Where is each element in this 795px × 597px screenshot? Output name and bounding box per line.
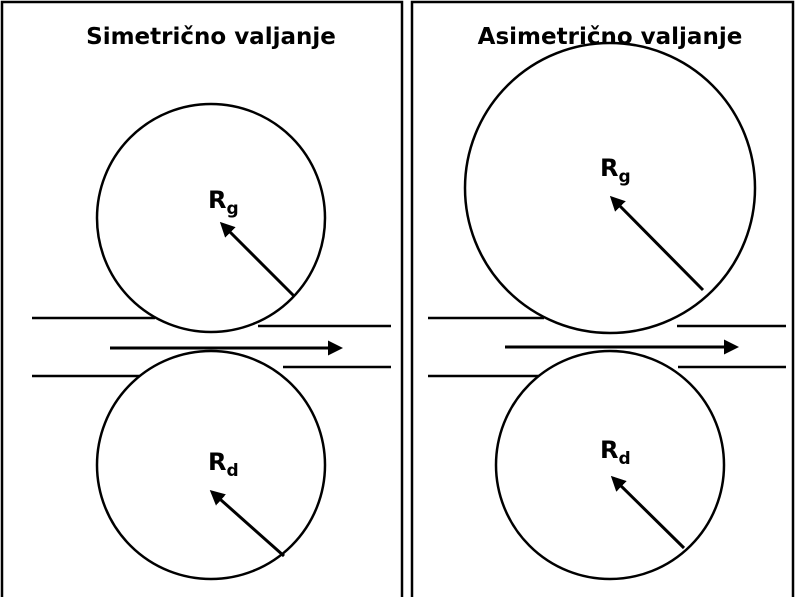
upper-roll-radius-subscript: g [618, 167, 630, 187]
upper-roll-radius-symbol: R [600, 154, 618, 182]
panel-symmetric-border [0, 0, 404, 597]
upper-roll-radius-arrow [219, 221, 296, 298]
panel-asymmetric-border [410, 0, 795, 597]
panel-symmetric: Simetrično valjanje Rg Rd [0, 0, 404, 597]
upper-roll-radius-label: Rg [208, 186, 239, 219]
panel-asymmetric: Asimetrično valjanje Rg Rd [410, 0, 795, 597]
upper-roll-radius-subscript: g [226, 199, 238, 219]
lower-roll-radius-symbol: R [600, 436, 618, 464]
panel-symmetric-title: Simetrično valjanje [86, 24, 336, 50]
lower-roll [494, 349, 726, 581]
lower-roll-radius-arrow [209, 490, 285, 558]
lower-roll [95, 349, 327, 581]
lower-roll-radius-label: Rd [600, 436, 631, 469]
lower-roll-radius-subscript: d [618, 449, 630, 469]
lower-roll-radius-symbol: R [208, 448, 226, 476]
upper-roll-radius-symbol: R [208, 186, 226, 214]
lower-roll-radius-subscript: d [226, 461, 238, 481]
lower-roll-radius-arrow [610, 475, 686, 550]
lower-roll-radius-label: Rd [208, 448, 239, 481]
upper-roll [95, 102, 327, 334]
upper-roll [463, 41, 757, 335]
upper-roll-radius-arrow [609, 195, 705, 292]
upper-roll-radius-label: Rg [600, 154, 631, 187]
